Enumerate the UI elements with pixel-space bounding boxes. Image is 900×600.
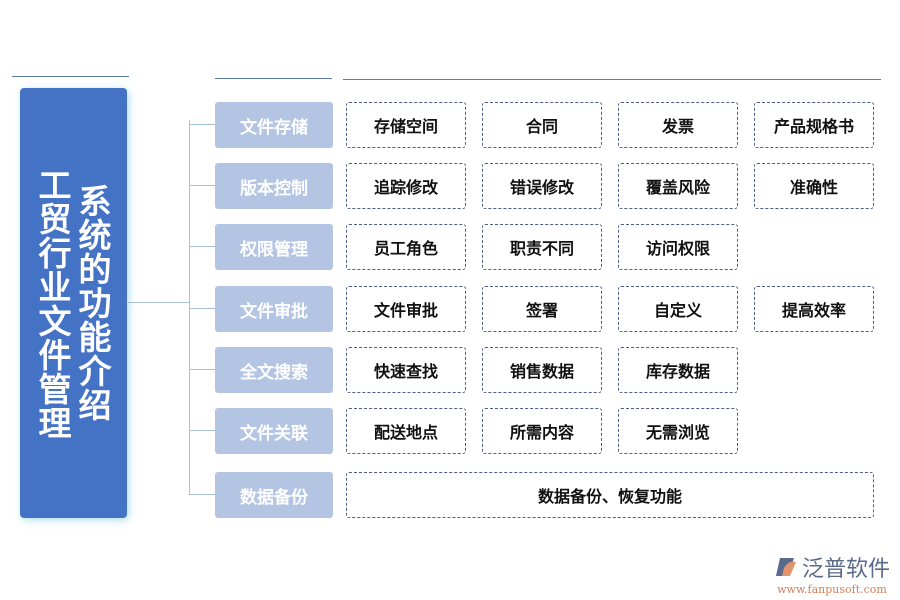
item-box: 员工角色 [346, 224, 466, 270]
item-box: 发票 [618, 102, 738, 148]
item-box: 追踪修改 [346, 163, 466, 209]
item-box: 签署 [482, 286, 602, 332]
category-4: 全文搜索 [215, 347, 333, 393]
item-box: 自定义 [618, 286, 738, 332]
category-3: 文件审批 [215, 286, 333, 332]
item-box: 准确性 [754, 163, 874, 209]
category-0: 文件存储 [215, 102, 333, 148]
item-box: 提高效率 [754, 286, 874, 332]
category-1: 版本控制 [215, 163, 333, 209]
item-box: 产品规格书 [754, 102, 874, 148]
logo-icon [775, 558, 796, 576]
category-2: 权限管理 [215, 224, 333, 270]
item-box: 数据备份、恢复功能 [346, 472, 874, 518]
connector [189, 494, 215, 495]
connector [189, 308, 215, 309]
category-5: 文件关联 [215, 408, 333, 454]
item-box: 快速查找 [346, 347, 466, 393]
item-box: 无需浏览 [618, 408, 738, 454]
logo-url: www.fanpusoft.com [777, 583, 887, 596]
logo: 泛普软件 www.fanpusoft.com [774, 551, 890, 596]
item-box: 访问权限 [618, 224, 738, 270]
connector [189, 369, 215, 370]
connector [189, 185, 215, 186]
category-6: 数据备份 [215, 472, 333, 518]
decor-line [12, 76, 129, 77]
logo-name: 泛普软件 [801, 557, 890, 582]
title-line2: 系统的功能介绍 [73, 184, 112, 422]
item-box: 职责不同 [482, 224, 602, 270]
decor-line [215, 78, 332, 79]
connector [189, 124, 215, 125]
item-box: 配送地点 [346, 408, 466, 454]
item-box: 存储空间 [346, 102, 466, 148]
title-line1: 工贸行业文件管理 [33, 168, 72, 440]
item-box: 错误修改 [482, 163, 602, 209]
item-box: 库存数据 [618, 347, 738, 393]
connector [189, 120, 190, 495]
item-box: 文件审批 [346, 286, 466, 332]
connector [128, 302, 190, 303]
connector [189, 246, 215, 247]
item-box: 合同 [482, 102, 602, 148]
item-box: 销售数据 [482, 347, 602, 393]
connector [189, 430, 215, 431]
item-box: 覆盖风险 [618, 163, 738, 209]
decor-line [343, 79, 881, 80]
item-box: 所需内容 [482, 408, 602, 454]
title-box: 工贸行业文件管理 系统的功能介绍 [20, 88, 127, 518]
